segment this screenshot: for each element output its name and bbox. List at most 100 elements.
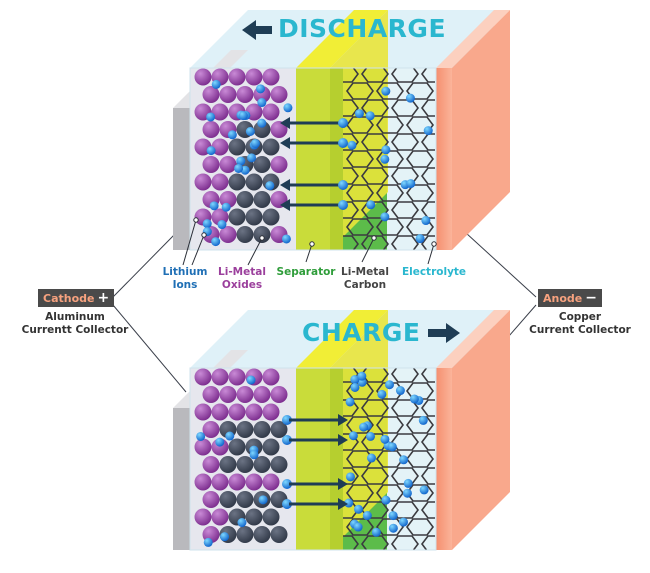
- lithium-ion: [258, 495, 268, 505]
- lithium-ion: [338, 180, 348, 190]
- connector-anode-top: [465, 232, 537, 298]
- oxide-sphere-dark: [228, 173, 246, 191]
- graphite-hexagon: [347, 553, 373, 569]
- graphite-hexagon: [376, 518, 404, 536]
- oxide-sphere-dark: [219, 491, 237, 508]
- graphite-hexagon: [346, 518, 374, 536]
- lithium-ion: [203, 537, 213, 547]
- label-electrolyte: Electrolyte: [401, 266, 467, 278]
- oxide-sphere-pink: [194, 173, 212, 191]
- oxide-sphere-pink: [219, 156, 237, 173]
- lithium-ion: [357, 371, 367, 381]
- lithium-ion: [217, 220, 227, 230]
- lithium-ion: [380, 212, 390, 222]
- oxide-sphere-pink: [194, 368, 212, 386]
- cell-outline: [189, 367, 437, 551]
- graphite-hexagon: [343, 535, 359, 550]
- oxide-sphere-pink: [194, 508, 212, 526]
- battery-cell-C: [173, 310, 510, 569]
- lithium-ion: [338, 138, 348, 148]
- lithium-ion: [380, 154, 390, 164]
- oxide-sphere-pink: [228, 403, 246, 421]
- anode-label: Anode: [543, 292, 583, 305]
- leader-separator-dot: [309, 241, 315, 247]
- graphite-hexagon: [343, 235, 359, 250]
- graphite-hexagon: [376, 416, 404, 434]
- oxide-sphere-pink: [211, 508, 229, 526]
- leader-carbon: [361, 237, 375, 263]
- oxide-sphere-dark: [228, 138, 246, 156]
- oxide-sphere-dark: [219, 456, 237, 473]
- graphite-hexagon: [391, 467, 419, 485]
- cathode-collector-front: [173, 408, 190, 550]
- graphite-hexagon: [406, 116, 434, 134]
- oxide-sphere-dark: [245, 173, 263, 191]
- graphite-hexagon: [377, 553, 403, 569]
- charge-arrow-icon: [428, 323, 460, 343]
- lithium-ion: [245, 127, 255, 137]
- oxide-sphere-dark: [253, 456, 271, 473]
- lithium-ion: [366, 453, 376, 463]
- cathode-collector-front: [173, 108, 190, 250]
- graphite-hexagon: [361, 235, 389, 250]
- minus-icon: −: [585, 290, 597, 306]
- lithium-ion: [415, 234, 425, 244]
- lithium-ion: [202, 219, 212, 229]
- oxide-sphere-pink: [211, 103, 229, 121]
- cathode-collector-label: Aluminum Currentt Collector: [21, 311, 129, 336]
- oxide-sphere-pink: [253, 386, 271, 403]
- lithium-ion: [227, 130, 237, 140]
- oxide-sphere-dark: [253, 121, 271, 138]
- lithium-ion: [345, 397, 355, 407]
- graphite-hexagon: [406, 150, 434, 168]
- lithium-ion: [206, 146, 216, 156]
- lithium-ion: [403, 478, 413, 488]
- lithium-ion: [225, 431, 235, 441]
- graphite-hexagon: [391, 433, 419, 451]
- oxide-sphere-pink: [245, 68, 263, 86]
- oxide-sphere-pink: [202, 421, 220, 438]
- graphite-hexagon: [406, 450, 434, 468]
- oxide-sphere-pink: [194, 68, 212, 86]
- lithium-ion: [418, 415, 428, 425]
- oxide-sphere-dark: [245, 508, 263, 526]
- oxide-sphere-pink: [211, 138, 229, 156]
- graphite-hexagon: [361, 467, 389, 485]
- graphite-hexagon: [361, 133, 389, 151]
- lithium-ion: [196, 431, 206, 441]
- graphite-hexagon: [376, 184, 404, 202]
- graphite-hexagon: [343, 399, 359, 417]
- copper-collector-top: [436, 10, 510, 68]
- discharge-arrow-icon: [242, 20, 272, 40]
- ion-arrow-head: [280, 137, 290, 149]
- label-li-metal-oxides: Li-Metal Oxides: [218, 266, 266, 291]
- graphite-hexagon: [391, 399, 419, 417]
- graphite-hexagon: [343, 201, 359, 219]
- oxide-sphere-pink: [194, 473, 212, 491]
- graphite-hexagon: [346, 82, 374, 100]
- graphite-hexagon: [343, 433, 359, 451]
- oxide-sphere-dark: [236, 226, 254, 243]
- leader-electrolyte: [427, 243, 435, 265]
- lithium-ion: [395, 386, 405, 396]
- copper-collector-front: [436, 68, 452, 250]
- lithium-ion: [283, 103, 293, 113]
- leader-electrolyte-dot: [431, 241, 437, 247]
- cathode-badge: Cathode+: [38, 289, 115, 307]
- oxide-sphere-pink: [228, 68, 246, 86]
- copper-collector-side: [452, 310, 510, 550]
- lithium-ion: [402, 488, 412, 498]
- graphite-hexagon: [343, 167, 359, 185]
- lithium-ion: [344, 498, 354, 508]
- anode-badge: Anode−: [538, 289, 602, 307]
- lithium-ion: [238, 111, 248, 121]
- lithium-ion: [221, 202, 231, 212]
- graphite-hexagon: [346, 150, 374, 168]
- lithium-ion: [338, 118, 348, 128]
- lithium-ion: [209, 201, 219, 211]
- leader-lithium-ions-2-dot: [201, 232, 207, 238]
- oxide-sphere-pink: [219, 86, 237, 103]
- oxide-sphere-dark: [270, 526, 288, 543]
- graphite-hexagon: [421, 433, 435, 451]
- graphite-hexagon: [361, 68, 389, 83]
